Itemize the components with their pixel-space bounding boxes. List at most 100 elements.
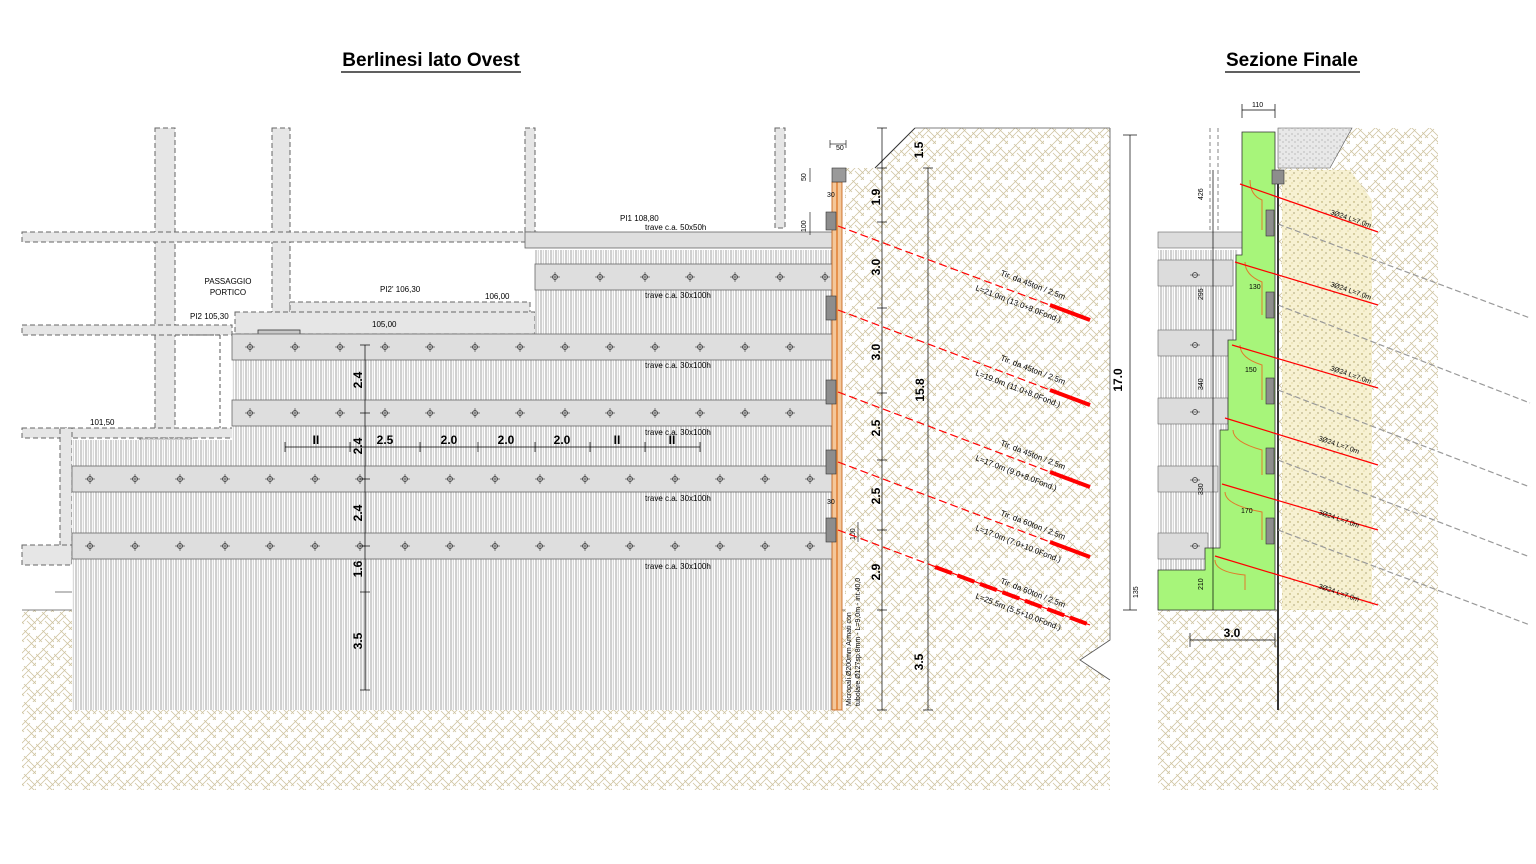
anchor-head-marker [805,541,815,551]
anchor-head-marker [310,541,320,551]
anchor-head-marker [290,408,300,418]
anchor-head-marker [290,342,300,352]
anchor-head-marker [760,474,770,484]
anchor-head-marker [175,541,185,551]
anchor-head-marker [400,474,410,484]
anchor-head-marker [785,408,795,418]
right-dim-4: 2.5 [869,419,883,436]
anchor-head-marker [445,541,455,551]
anchor-head-marker [515,342,525,352]
anchor-head-marker [595,272,605,282]
anchor-head-marker [625,541,635,551]
pile-dim-30b: 30 [827,499,835,506]
pile-dim-top2: 50 [801,173,808,181]
section-bars [1214,183,1379,606]
passage-label-2: PORTICO [210,288,246,297]
wall-plates [825,211,837,543]
anchor-head-marker [695,342,705,352]
spacing-dim-3: 2.0 [498,433,515,447]
anchor-head-marker [470,342,480,352]
anchor-head-marker [490,474,500,484]
anchor-head-marker [380,408,390,418]
beam-label-top: trave c.a. 50x50h [645,223,706,232]
anchor-head-marker [775,272,785,282]
anchor-head-marker [730,272,740,282]
right-dim-6: 2.9 [869,563,883,580]
right-dim-3: 3.0 [869,343,883,360]
section-tendons [1277,223,1531,626]
anchor-head-marker [445,474,455,484]
right-title: Sezione Finale [1225,50,1360,73]
anchor-head-marker [605,408,615,418]
anchor-head-marker [740,342,750,352]
anchor-head-marker [380,342,390,352]
pile-dim-30a: 30 [827,192,835,199]
anchor-head-marker [220,541,230,551]
anchor-head-marker [760,541,770,551]
pile-dim-100b: 100 [850,528,857,540]
right-title-text: Sezione Finale [1226,50,1358,71]
anchor-head-marker [625,474,635,484]
anchor-head-marker [265,541,275,551]
anchor-head-marker [670,541,680,551]
anchor-head-marker [220,474,230,484]
beam-row-2 [231,333,836,361]
anchor-head-marker [470,408,480,418]
existing-building-frame [21,127,786,566]
anchor-head-marker [785,342,795,352]
left-dim-chain [360,344,370,691]
left-dim-2: 2.4 [351,504,365,521]
anchor-head-marker [425,408,435,418]
anchor-head-marker [310,474,320,484]
anchor-head-marker [605,342,615,352]
anchor-tendons [837,225,1091,627]
right-dim-7: 3.5 [912,653,926,670]
anchor-head-marker [580,541,590,551]
section-anchor-markers [1190,272,1200,549]
anchor-head-marker [400,541,410,551]
pile-dim-top: 50 [836,145,844,152]
dim-330: 330 [1198,483,1205,495]
left-dim-4: 3.5 [351,632,365,649]
level-101: 101,50 [90,418,115,427]
dim-295: 295 [1198,288,1205,300]
anchor-head-marker [335,342,345,352]
dim-170: 170 [1241,508,1253,515]
anchor-head-marker [715,541,725,551]
right-dim-0: 1.5 [912,141,926,158]
total-dim-15-8: 15.8 [913,378,927,402]
section-soil-bottom [1158,610,1278,790]
dim-426: 426 [1198,188,1205,200]
beam-row-4 [71,465,836,493]
wall-cap [831,167,847,183]
section-anchor-marker [1190,409,1200,415]
anchor-head-marker [560,408,570,418]
pile-label-2: tubolare Ø127sp.8mm - L=9,0m - int.40,0 [855,578,862,706]
spacing-dim-6: II [669,433,676,447]
level-pi2: PI2 105,30 [190,312,229,321]
beam-label-5: trave c.a. 30x100h [645,562,711,571]
level-105: 105,00 [372,320,397,329]
passage-label-1: PASSAGGIO [205,277,252,286]
beam-label-3: trave c.a. 30x100h [645,428,711,437]
section-anchor-marker [1190,342,1200,348]
anchor-head-marker [175,474,185,484]
dim-130: 130 [1249,284,1261,291]
spacing-dim-1: 2.5 [377,433,394,447]
anchor-head-marker [85,541,95,551]
anchor-head-marker [535,474,545,484]
right-dim-chain [877,127,933,711]
right-dim-2: 3.0 [869,258,883,275]
right-dim-1: 1.9 [869,188,883,205]
anchor-head-marker [335,408,345,418]
anchor-head-marker [560,342,570,352]
spacing-dim-2: 2.0 [441,433,458,447]
anchor-head-marker [425,342,435,352]
final-section-view: 3Ø24 L=7.0m 3Ø24 L=7.0m 3Ø24 L=7.0m 3Ø24… [1111,102,1531,790]
anchor-head-marker [515,408,525,418]
spacing-dim-5: II [614,433,621,447]
left-elevation-view: PASSAGGIO PORTICO PI1 108,80 PI2' 106,30… [21,127,1111,790]
left-dim-0: 2.4 [351,371,365,388]
section-plates [1265,209,1275,545]
beam-label-4: trave c.a. 30x100h [645,494,711,503]
